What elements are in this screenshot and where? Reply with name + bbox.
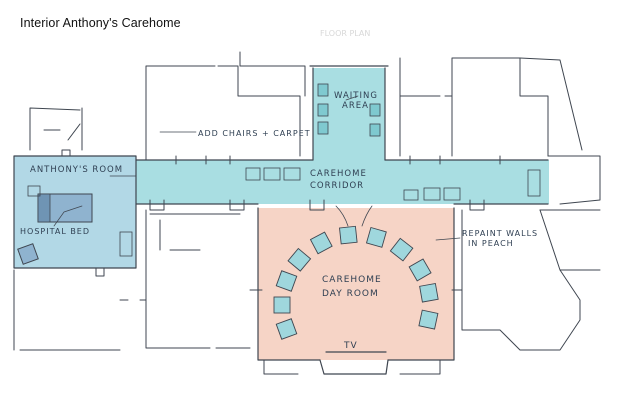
- day-room-walls: [249, 207, 463, 375]
- armchair: [17, 243, 39, 265]
- hospital-bed-label: HOSPITAL BED: [20, 227, 90, 236]
- add-chairs-label: ADD CHAIRS + CARPET: [198, 129, 311, 138]
- wardrobe: [119, 231, 133, 257]
- tv-label: TV: [343, 341, 358, 351]
- waiting-label-1: WAITING: [334, 91, 378, 101]
- bench: [527, 169, 541, 197]
- anthonys-room-walls: [13, 149, 137, 277]
- corridor-chairs: [245, 167, 541, 201]
- day-room-label-2: DAY ROOM: [322, 289, 379, 299]
- upper-rooms-outline: [29, 51, 601, 205]
- day-room-label-1: CAREHOME: [322, 275, 382, 285]
- chair: [408, 258, 432, 282]
- chair: [339, 225, 358, 245]
- chair: [317, 121, 329, 135]
- right-rooms-outline: [461, 209, 601, 351]
- lower-rooms-outline: [13, 209, 251, 351]
- chair: [317, 83, 329, 97]
- bench: [403, 189, 419, 201]
- corridor-fill: [136, 160, 549, 204]
- chair: [273, 296, 291, 314]
- waiting-area-chairs: [317, 83, 381, 137]
- chair: [317, 103, 329, 117]
- chair: [369, 103, 381, 117]
- anthonys-room-furniture: [17, 185, 133, 265]
- chair: [369, 123, 381, 137]
- waiting-label-2: AREA: [342, 101, 369, 111]
- bed-pillow: [37, 193, 51, 223]
- chair: [418, 309, 439, 330]
- bench: [423, 187, 441, 201]
- corridor-label-2: CORRIDOR: [310, 181, 364, 191]
- bedside-table: [27, 185, 41, 197]
- chair: [365, 226, 387, 248]
- day-room-chairs: [273, 225, 439, 340]
- chair: [275, 318, 298, 340]
- chair: [275, 270, 298, 292]
- bench: [245, 167, 261, 181]
- repaint-label-2: IN PEACH: [468, 239, 514, 248]
- bench: [263, 167, 281, 181]
- anthonys-room-label: ANTHONY'S ROOM: [30, 165, 123, 175]
- corridor-walls: [135, 65, 549, 227]
- chair: [419, 283, 439, 303]
- faint-text: FLOOR PLAN: [320, 29, 370, 38]
- chair: [389, 237, 414, 262]
- repaint-label-1: REPAINT WALLS: [462, 229, 538, 238]
- chair: [287, 247, 312, 272]
- page-title: Interior Anthony's Carehome: [20, 16, 181, 30]
- annotation-leaders: [53, 95, 461, 241]
- bench: [443, 187, 461, 201]
- corridor-label-1: CAREHOME: [310, 169, 367, 179]
- bench: [283, 167, 301, 181]
- chair: [309, 231, 333, 255]
